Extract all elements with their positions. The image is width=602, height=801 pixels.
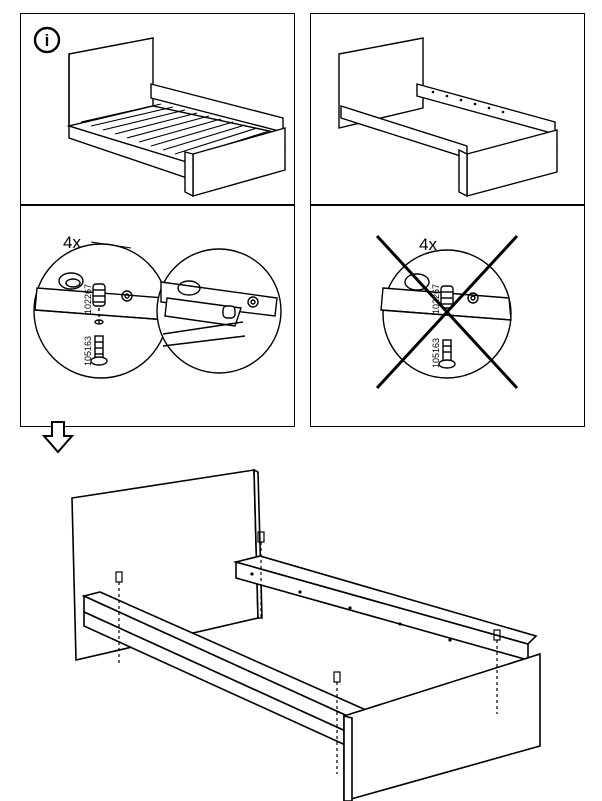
assembly-illustration — [0, 428, 602, 801]
panel-connector-correct: 4x 102267 105163 — [20, 205, 295, 427]
bolt-icon — [333, 671, 341, 774]
quantity-label: 4x — [63, 233, 81, 252]
bolt-icon — [493, 629, 501, 714]
panel-bed-with-slats: i — [20, 13, 295, 205]
cross-out-icon — [375, 234, 519, 390]
info-icon: i — [33, 26, 61, 54]
panel-bed-frame — [310, 13, 585, 205]
bolt-icon — [115, 571, 123, 664]
panel-connector-wrong: 4x 102267 105163 — [310, 205, 585, 427]
svg-text:i: i — [45, 31, 50, 50]
bolt-icon — [257, 531, 265, 618]
part-number-bolt: 105163 — [83, 336, 93, 366]
part-number-bolt: 105163 — [431, 338, 441, 368]
next-step-arrow-icon — [40, 420, 76, 454]
quantity-label: 4x — [419, 235, 437, 254]
part-number-dowel: 102267 — [83, 284, 93, 314]
